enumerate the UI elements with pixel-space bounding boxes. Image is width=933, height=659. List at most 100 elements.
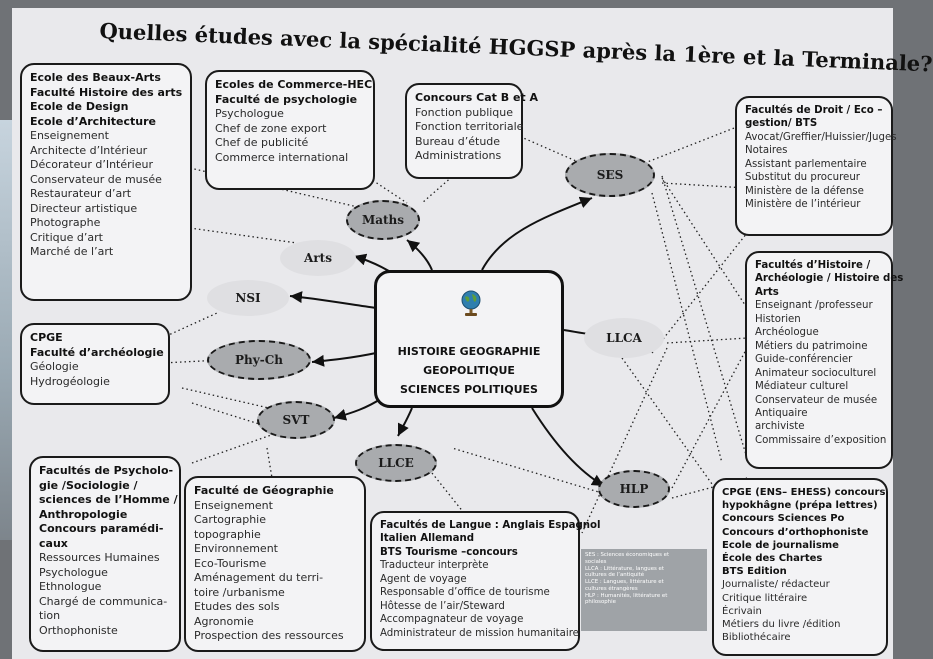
box-text: Archéologue [755, 327, 819, 339]
box-text: CPGE (ENS– EHESS) concours [722, 487, 886, 498]
box-text: Bureau d’étude [415, 134, 501, 148]
box-text: Écrivain [722, 605, 762, 617]
box-text: Ministère de la défense [745, 185, 864, 197]
box-text: Géologie [30, 360, 79, 374]
box-text: Ministère de l’intérieur [745, 199, 861, 211]
box-text: Guide-conférencier [755, 354, 853, 366]
box-text: Directeur artistique [30, 201, 138, 215]
box-text: Critique littéraire [722, 592, 808, 604]
oval-hlp: HLP [598, 470, 670, 508]
box-text: Psychologue [215, 107, 284, 121]
box-text: Concours paramédi- [39, 522, 164, 536]
box-text: Cartographie [194, 513, 267, 527]
box-concours: Concours Cat B et A Fonction publique Fo… [405, 83, 539, 179]
box-text: Eco-Tourisme [194, 556, 267, 570]
box-text: Ecoles de Commerce-HEC [215, 78, 373, 91]
box-cpge-archeologie: CPGE Faculté d’archéologie Géologie Hydr… [20, 323, 170, 405]
box-text: Fonction territoriale [415, 120, 524, 134]
box-text: Photographe [30, 216, 101, 230]
box-text: Avocat/Greffier/Huissier/Juges [745, 131, 897, 143]
box-text: Assistant parlementaire [745, 158, 867, 170]
box-psychologie: Facultés de Psycholo- gie /Sociologie / … [29, 456, 181, 652]
box-cpge-ens: CPGE (ENS– EHESS) concours hypokhâgne (p… [712, 478, 888, 656]
legend-line: LLCE : Langues, littérature et [585, 579, 664, 585]
box-text: Notaires [745, 145, 788, 157]
box-text: BTS Edition [722, 566, 787, 578]
globe-icon [461, 290, 481, 316]
arrow-to-maths [406, 239, 433, 271]
box-text: Métiers du livre /édition [722, 618, 841, 630]
box-text: Commerce international [215, 150, 349, 164]
box-text: Marché de l’art [30, 245, 114, 259]
legend-line: SES : Sciences économiques et [585, 552, 670, 558]
box-text: Arts [755, 286, 779, 298]
oval-svt: SVT [257, 401, 335, 439]
box-text: Commissaire d’exposition [755, 434, 887, 446]
box-text: Concours Sciences Po [722, 513, 845, 525]
box-text: Conservateur de musée [755, 394, 878, 406]
box-text: Archéologie / Histoire des [755, 273, 904, 285]
box-text: Faculté Histoire des arts [30, 85, 183, 99]
connector-lines [161, 122, 748, 534]
box-text: Aménagement du terri- [194, 571, 324, 585]
box-text: Faculté de psychologie [215, 92, 358, 106]
box-droit: Facultés de Droit / Eco – gestion/ BTS A… [735, 96, 897, 236]
box-text: Prospection des ressources [194, 629, 344, 643]
oval-arts: Arts [280, 240, 356, 276]
center-subject-box: HISTOIRE GEOGRAPHIE GEOPOLITIQUE SCIENCE… [374, 270, 564, 408]
box-text: Facultés d’Histoire / [755, 260, 871, 271]
box-text: Enseignant /professeur [755, 300, 873, 312]
box-text: Décorateur d’Intérieur [30, 158, 153, 172]
box-text: CPGE [30, 331, 63, 344]
oval-llca: LLCA [584, 318, 664, 358]
box-text: BTS Tourisme –concours [380, 546, 518, 558]
box-text: Substitut du procureur [745, 172, 860, 184]
box-text: Critique d’art [30, 230, 103, 244]
oval-maths: Maths [346, 200, 420, 240]
legend-line: sociales [585, 558, 607, 565]
box-text: Faculté de Géographie [194, 484, 334, 497]
box-text: Chef de zone export [215, 121, 327, 135]
arrow-to-llce [397, 407, 413, 437]
box-text: hypokhâgne (prépa lettres) [722, 500, 878, 512]
box-text: Etudes des sols [194, 600, 280, 614]
box-text: Faculté d’archéologie [30, 345, 164, 359]
oval-nsi: NSI [207, 280, 289, 316]
arrow-to-ses [481, 196, 593, 271]
arrow-to-hlp [531, 407, 605, 487]
oval-phy-ch: Phy-Ch [207, 340, 311, 380]
box-text: Métiers du patrimoine [755, 340, 868, 352]
box-text: Antiquaire [755, 407, 808, 419]
box-text: Responsable d’office de tourisme [380, 587, 550, 599]
box-text: Italien Allemand [380, 533, 475, 545]
box-text: Traducteur interprète [380, 560, 489, 572]
box-text: Hydrogéologie [30, 374, 110, 388]
box-text: Facultés de Langue : Anglais Espagnol [380, 520, 601, 531]
box-text: Ressources Humaines [39, 551, 160, 565]
box-commerce: Ecoles de Commerce-HEC Faculté de psycho… [205, 70, 375, 190]
arrow-to-phych [311, 352, 377, 367]
oval-ses: SES [565, 153, 655, 197]
box-text: Ecole de Design [30, 100, 129, 114]
legend-line: cultures étrangères [585, 585, 638, 592]
legend-line: cultures de l’antiquité [585, 572, 645, 579]
box-text: Administrateur de mission humanitaire [380, 627, 579, 639]
box-text: Anthropologie [39, 507, 128, 521]
box-text: Concours d’orthophoniste [722, 526, 869, 538]
box-text: topographie [194, 527, 261, 541]
box-text: tion [39, 609, 61, 623]
box-text: Animateur socioculturel [755, 367, 877, 379]
box-histoire: Facultés d’Histoire / Archéologie / Hist… [745, 251, 904, 469]
box-text: Accompagnateur de voyage [380, 614, 524, 626]
box-text: Hôtesse de l’air/Steward [380, 600, 505, 612]
center-line-2: GEOPOLITIQUE [423, 364, 515, 377]
oval-llce: LLCE [355, 444, 437, 482]
abbreviation-legend: SES : Sciences économiques et sociales L… [581, 549, 707, 631]
box-text: Environnement [194, 542, 278, 556]
box-text: Concours Cat B et A [415, 91, 539, 104]
box-text: Ethnologue [39, 580, 102, 594]
box-text: archiviste [755, 421, 805, 433]
center-line-1: HISTOIRE GEOGRAPHIE [397, 345, 541, 358]
box-text: Facultés de Psycholo- [39, 464, 174, 477]
box-text: sciences de l’Homme / [39, 493, 178, 507]
